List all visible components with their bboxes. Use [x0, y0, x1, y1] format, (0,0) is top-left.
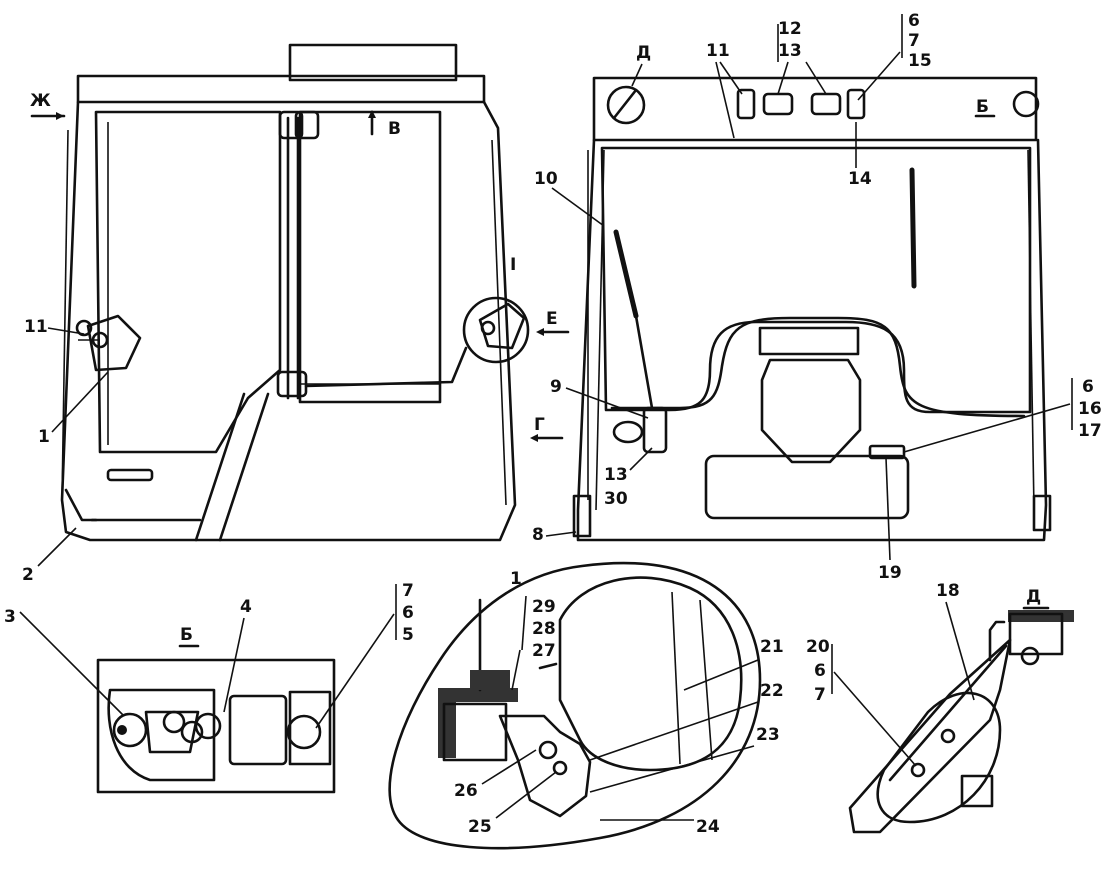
- rear-view: Д Б 11 12 13 6 7 15 14 10 9 13 30 8 6 16…: [532, 11, 1102, 583]
- detail-i: 1 29 28 27 21 22 23 24 25 26: [388, 561, 784, 850]
- callout-rear-17: 17: [1078, 421, 1102, 441]
- rear-lamp-12: [762, 92, 794, 116]
- callout-rear-15: 15: [908, 51, 932, 71]
- callout-d-7: 7: [814, 685, 826, 705]
- rear-box: [760, 358, 862, 464]
- callout-i-23: 23: [756, 725, 780, 745]
- callout-i-29: 29: [532, 597, 556, 617]
- roof-hatch: [288, 43, 458, 82]
- callout-rear-9: 9: [550, 377, 562, 397]
- front-roof-beam: [76, 74, 486, 104]
- rear-hoop-handle: [610, 316, 1026, 418]
- callout-front-2: 2: [22, 565, 34, 585]
- callout-b-4: 4: [240, 597, 252, 617]
- callout-i-26: 26: [454, 781, 478, 801]
- marker-b-top: Б: [976, 97, 989, 117]
- rear-plate: [758, 326, 860, 356]
- callout-rear-19: 19: [878, 563, 902, 583]
- callout-i-21: 21: [760, 637, 784, 657]
- callout-i-22: 22: [760, 681, 784, 701]
- marker-g: Г: [534, 415, 545, 435]
- callout-d-18: 18: [936, 581, 960, 601]
- detail-d-label: Д: [1026, 587, 1041, 607]
- callout-front-1: 1: [38, 427, 50, 447]
- callout-b-7: 7: [402, 581, 414, 601]
- marker-d-top: Д: [636, 43, 651, 63]
- rear-wiper-right: [909, 167, 917, 289]
- detail-b-lamp: [286, 714, 322, 750]
- detail-i-top-label: I: [510, 255, 516, 275]
- callout-front-11: 11: [24, 317, 48, 337]
- callout-rear-16: 16: [1078, 399, 1102, 419]
- callout-rear-6-right: 6: [1082, 377, 1094, 397]
- callout-b-5: 5: [402, 625, 414, 645]
- callout-rear-14: 14: [848, 169, 872, 189]
- rear-roof-beam: [592, 76, 1038, 142]
- detail-i-locator: [462, 296, 530, 364]
- detail-d-mirror: [876, 691, 1002, 824]
- detail-d-mirror-arm: [848, 638, 1012, 834]
- callout-rear-10: 10: [534, 169, 558, 189]
- callout-rear-6-top: 6: [908, 11, 920, 31]
- rear-bumper-box: [704, 454, 910, 520]
- marker-e: Е: [546, 309, 558, 329]
- callout-rear-13-top: 13: [778, 41, 802, 61]
- callout-rear-13-bottom: 13: [604, 465, 628, 485]
- marker-v: В: [388, 119, 401, 139]
- detail-d: Д 18 20 6 7: [806, 581, 1074, 834]
- detail-i-label: 1: [510, 569, 522, 589]
- callout-rear-30: 30: [604, 489, 628, 509]
- front-right-glass: [298, 110, 442, 404]
- callout-i-25: 25: [468, 817, 492, 837]
- callout-i-24: 24: [696, 817, 720, 837]
- rear-roof-lamp: [606, 85, 646, 125]
- rear-lamp-13: [810, 92, 842, 116]
- front-view: Ж В Е Г I 11 1 2: [22, 43, 570, 585]
- callout-rear-8: 8: [532, 525, 544, 545]
- callout-rear-11: 11: [706, 41, 730, 61]
- callout-i-28: 28: [532, 619, 556, 639]
- rear-window: [600, 146, 1032, 414]
- callout-b-6: 6: [402, 603, 414, 623]
- detail-i-clamp: [498, 714, 592, 818]
- detail-b: Б 3 4 7 6 5: [4, 581, 414, 794]
- callout-d-6: 6: [814, 661, 826, 681]
- detail-i-mirror: [558, 576, 743, 772]
- callout-rear-12: 12: [778, 19, 802, 39]
- detail-b-label: Б: [180, 625, 193, 645]
- marker-zh: Ж: [30, 91, 51, 111]
- callout-d-20: 20: [806, 637, 830, 657]
- front-mirror: [86, 314, 142, 372]
- front-left-glass: [94, 110, 282, 454]
- detail-i-outline: [388, 561, 762, 850]
- detail-b-plate: [96, 658, 336, 794]
- front-lamp: [106, 468, 154, 482]
- callout-b-3: 3: [4, 607, 16, 627]
- front-outer-frame: [60, 100, 517, 542]
- rear-outer-frame: [576, 138, 1048, 542]
- callout-i-27: 27: [532, 641, 556, 661]
- callout-rear-7-top: 7: [908, 31, 920, 51]
- rear-wiper-motor: [642, 406, 668, 454]
